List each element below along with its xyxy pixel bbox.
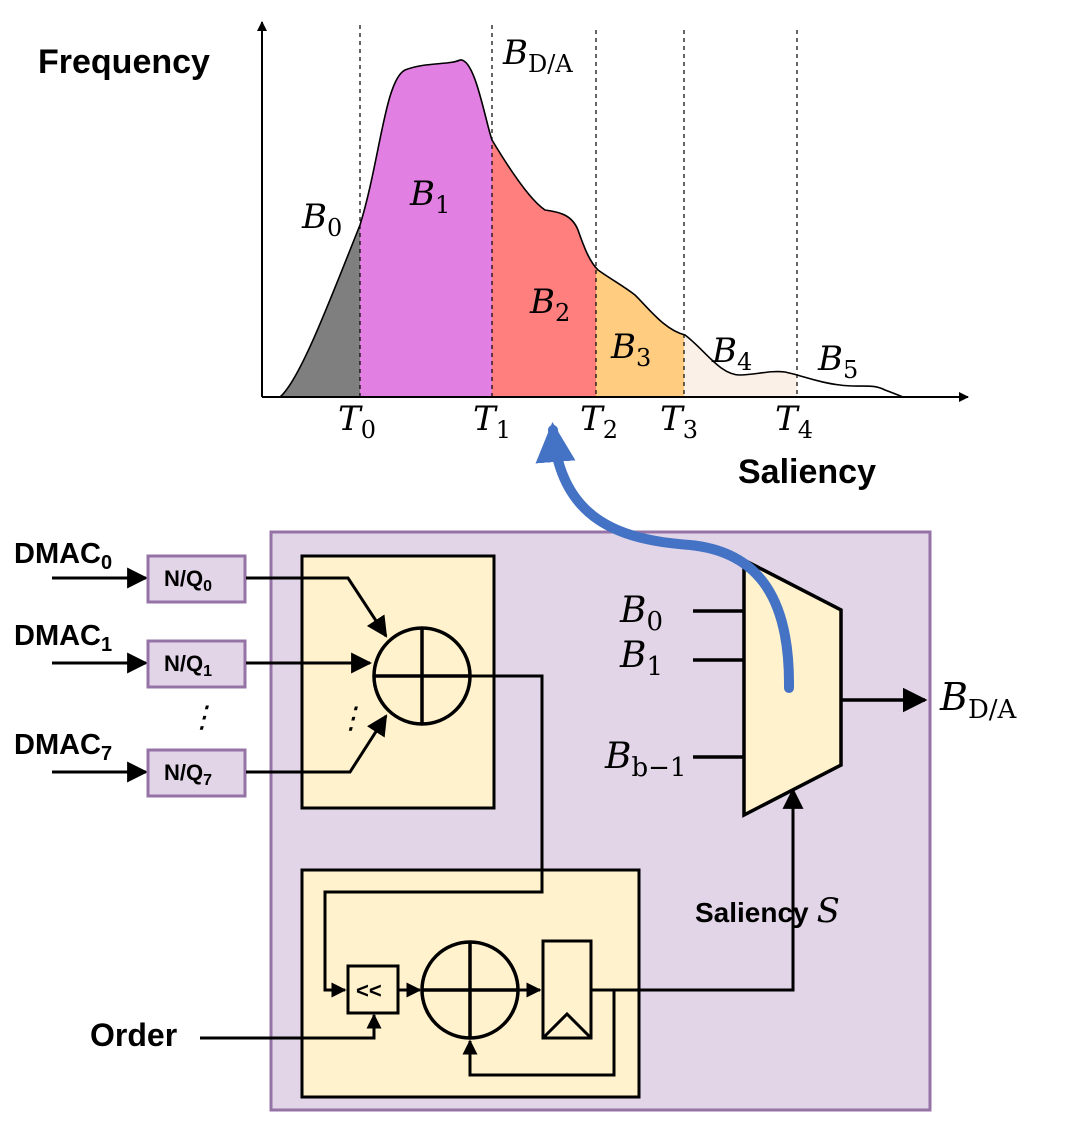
selection-arrow	[535, 422, 795, 693]
saliency-histogram: Frequency Saliency B0 B1 B2 B3 B4 B5 BD/…	[38, 21, 969, 491]
bin-label-b1: B1	[409, 174, 450, 219]
feedback-wire	[462, 988, 616, 1077]
svg-text:<<: <<	[356, 978, 382, 1003]
nq-block-0: N/Q0	[146, 554, 247, 604]
mux-input-label-b0: B0	[619, 590, 663, 637]
threshold-label-t1: T1	[473, 399, 511, 444]
dmac-label-0: DMAC0	[14, 538, 112, 574]
saliency-circuit: DMAC0 DMAC1 DMAC7 N/Q0 N/Q1 N/Q7 ⋮ ⋮	[14, 530, 1018, 1112]
adder-tree-box	[300, 554, 496, 810]
nq-block-7: N/Q7	[146, 748, 247, 798]
bin-fill-b5	[797, 59, 903, 398]
order-label: Order	[90, 1017, 177, 1053]
mux-input-label-bb: Bb−1	[604, 736, 686, 783]
bin-fill-b3	[596, 59, 684, 398]
threshold-label-t3: T3	[660, 399, 698, 444]
mux-output-label: BD/A	[939, 675, 1018, 725]
nq-block-1: N/Q1	[146, 639, 247, 689]
y-axis-label: Frequency	[38, 43, 210, 81]
bin-fill-b4	[684, 59, 797, 398]
bin-label-b0: B0	[301, 197, 342, 242]
selected-bin-label: BD/A	[502, 33, 573, 78]
adder-input-ellipsis: ⋮	[336, 701, 366, 736]
distribution-curve	[279, 59, 904, 398]
bin-label-b4: B4	[711, 331, 752, 376]
nq-7-to-adder	[246, 714, 388, 774]
nq-0-to-adder	[246, 576, 388, 638]
svg-text:N/Q7: N/Q7	[164, 760, 212, 789]
threshold-label-t4: T4	[775, 399, 813, 444]
threshold-lines	[359, 25, 798, 397]
shift-block: <<	[346, 964, 400, 1015]
accumulator-adder-symbol	[420, 940, 520, 1040]
x-axis-label: Saliency	[738, 453, 876, 491]
adder-to-shifter-wire	[323, 674, 544, 998]
mux-input-label-b1: B1	[619, 635, 663, 682]
dmac-label-1: DMAC1	[14, 620, 112, 656]
bin-label-b5: B5	[817, 339, 858, 384]
bin-label-b3: B3	[610, 327, 651, 372]
dmac-label-7: DMAC7	[14, 729, 112, 765]
bin-label-b2: B2	[529, 282, 570, 327]
accumulator-register	[541, 939, 593, 1040]
saliency-wire	[614, 787, 804, 992]
svg-text:N/Q0: N/Q0	[164, 566, 212, 595]
svg-text:N/Q1: N/Q1	[164, 651, 212, 680]
nq-ellipsis: ⋮	[187, 700, 217, 735]
adder-tree-symbol	[372, 626, 472, 726]
order-wire	[200, 1013, 382, 1040]
threshold-label-t0: T0	[338, 399, 376, 444]
threshold-label-t2: T2	[580, 399, 618, 444]
